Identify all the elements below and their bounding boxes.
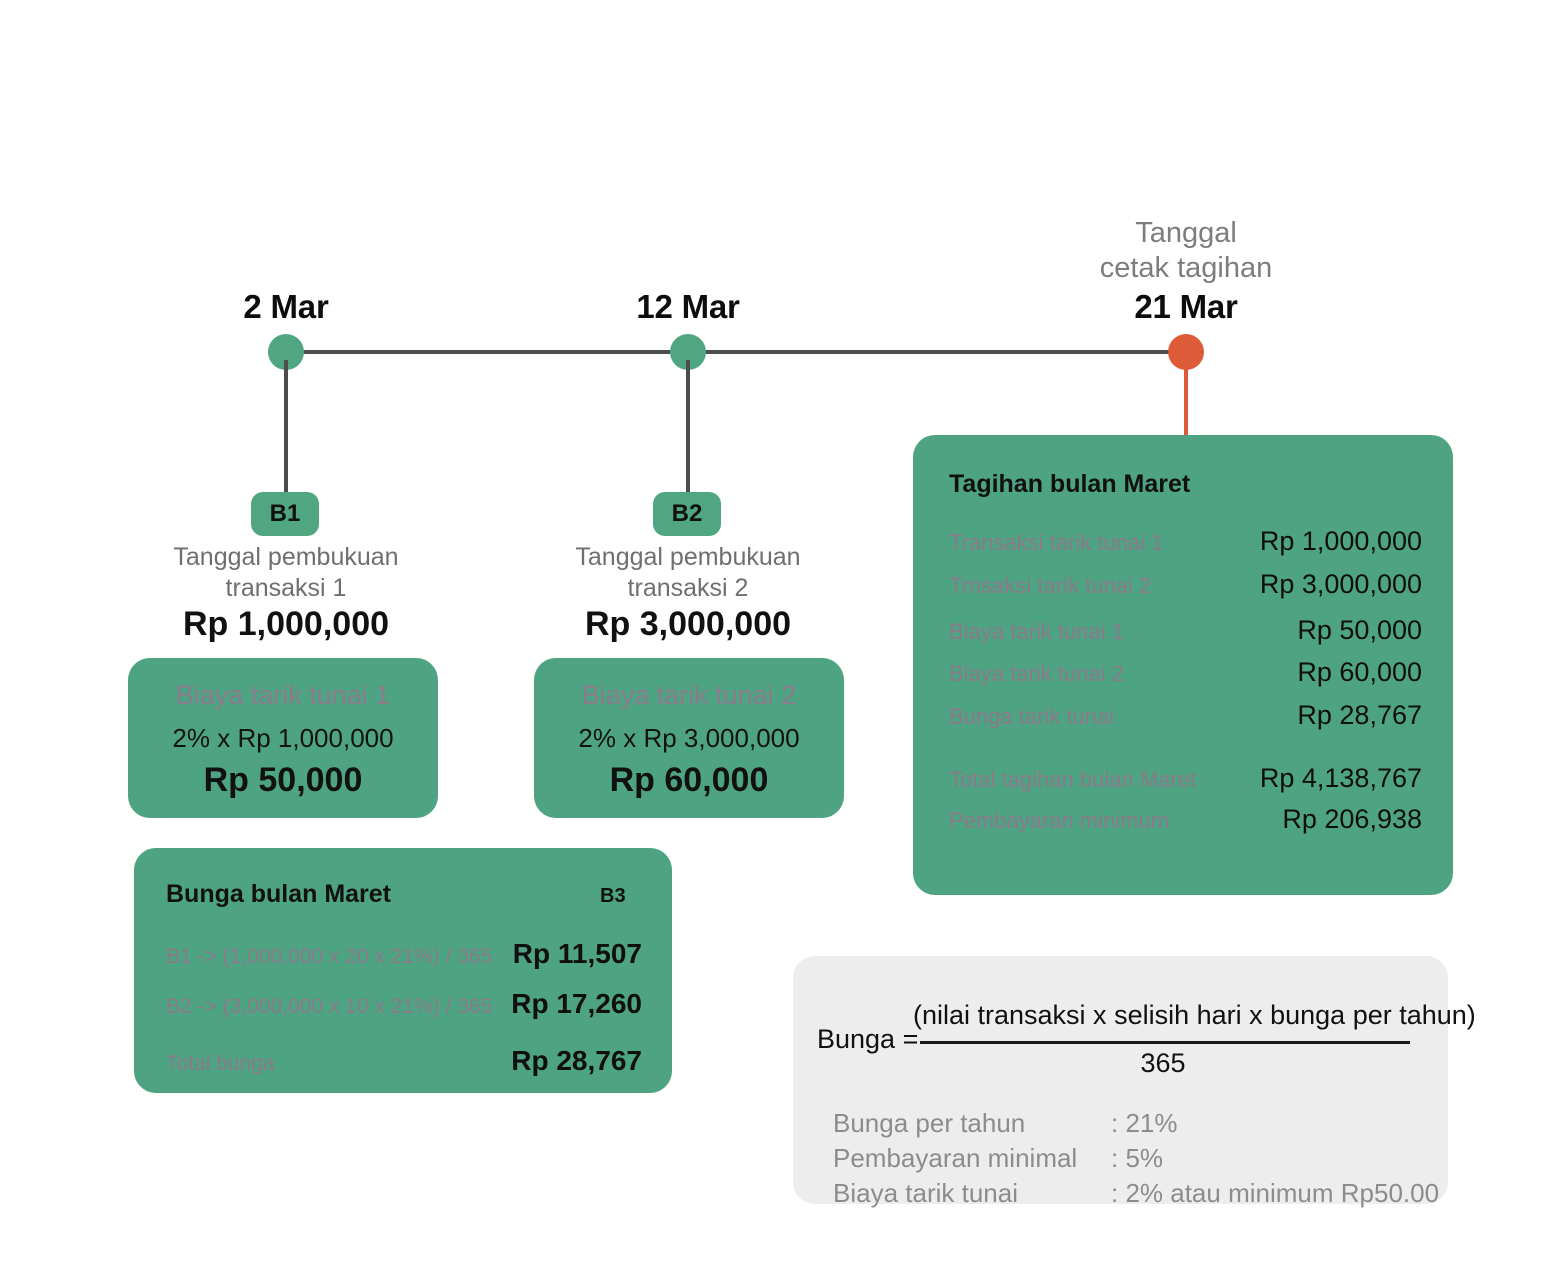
formula-denominator: 365 — [1140, 1048, 1186, 1078]
timeline-date-12mar: 12 Mar — [636, 288, 740, 325]
statement-row-value: Rp 1,000,000 — [1259, 526, 1422, 556]
interest-row-total: Total bunga Rp 28,767 — [166, 1045, 642, 1077]
statement-row-value: Rp 28,767 — [1297, 700, 1422, 730]
statement-row: Trnsaksi tarik tunai 2 Rp 3,000,000 — [949, 569, 1422, 600]
statement-card-title: Tagihan bulan Maret — [949, 470, 1191, 498]
interest-card-title: Bunga bulan Maret — [166, 880, 392, 908]
formula-param-label: Pembayaran minimal — [833, 1143, 1078, 1173]
statement-row-value: Rp 206,938 — [1282, 804, 1422, 834]
timeline-date-21mar: 21 Mar — [1134, 288, 1238, 325]
badge-b2: B2 — [653, 492, 721, 536]
transaction-2-note-line1: Tanggal pembukuan — [575, 543, 801, 571]
statement-row: Bunga tarik tunai Rp 28,767 — [949, 700, 1422, 731]
statement-row-label: Bunga tarik tunai — [949, 704, 1115, 729]
statement-row-label: Transaksi tarik tunai 1 — [949, 530, 1164, 555]
statement-row-label: Biaya tarik tunai 2 — [949, 661, 1124, 686]
formula-param-value: : 2% atau minimum Rp50.00 — [1111, 1178, 1440, 1208]
timeline-date-2mar: 2 Mar — [243, 288, 329, 325]
badge-b1: B1 — [251, 492, 319, 536]
formula-fraction-bar — [920, 1041, 1410, 1044]
statement-row: Biaya tarik tunai 2 Rp 60,000 — [949, 657, 1422, 688]
statement-row: Biaya tarik tunai 1 Rp 50,000 — [949, 615, 1422, 646]
timeline-stem-statement — [1184, 360, 1188, 440]
transaction-1-note: Tanggal pembukuan transaksi 1 — [136, 542, 436, 605]
fee-card-1-calc: 2% x Rp 1,000,000 — [172, 723, 394, 753]
fee-card-1-total: Rp 50,000 — [203, 761, 363, 799]
fee-card-2-calc: 2% x Rp 3,000,000 — [578, 723, 800, 753]
fee-card-2-total: Rp 60,000 — [609, 761, 769, 799]
fee-card-2-title: Biaya tarik tunai 2 — [581, 680, 797, 710]
statement-row-minimum: Pembayaran minimum Rp 206,938 — [949, 804, 1422, 835]
fee-card-2: Biaya tarik tunai 2 2% x Rp 3,000,000 Rp… — [534, 658, 844, 818]
interest-row-label: Total bunga — [166, 1052, 275, 1075]
formula-param-label: Bunga per tahun — [833, 1108, 1026, 1138]
statement-row-value: Rp 4,138,767 — [1259, 763, 1422, 793]
timeline-stem-b1 — [284, 360, 288, 494]
transaction-2-note-line2: transaksi 2 — [627, 574, 749, 603]
interest-card-tag: B3 — [600, 885, 626, 907]
billing-date-note: Tanggal cetak tagihan — [1046, 216, 1326, 287]
interest-row-label: B2 -> (3,000,000 x 10 x 21%) / 365 — [166, 995, 493, 1018]
interest-row-value: Rp 28,767 — [511, 1045, 642, 1076]
interest-card: Bunga bulan Maret B3 B1 -> (1,000,000 x … — [134, 848, 672, 1093]
billing-date-note-line1: Tanggal — [1135, 217, 1237, 249]
formula-param-value: : 21% — [1111, 1108, 1178, 1138]
interest-row-value: Rp 17,260 — [511, 988, 642, 1019]
fee-card-1-title: Biaya tarik tunai 1 — [175, 680, 391, 710]
interest-row: B2 -> (3,000,000 x 10 x 21%) / 365 Rp 17… — [166, 988, 642, 1020]
formula-param-value: : 5% — [1111, 1143, 1164, 1173]
interest-row-label: B1 -> (1,000,000 x 20 x 21%) / 365 — [166, 945, 493, 968]
statement-row-value: Rp 60,000 — [1297, 657, 1422, 687]
fee-card-1: Biaya tarik tunai 1 2% x Rp 1,000,000 Rp… — [128, 658, 438, 818]
timeline-axis — [286, 350, 1186, 354]
statement-row-label: Pembayaran minimum — [949, 808, 1170, 833]
transaction-2-note: Tanggal pembukuan transaksi 2 — [538, 542, 838, 605]
formula-param-label: Biaya tarik tunai — [833, 1178, 1018, 1208]
interest-row: B1 -> (1,000,000 x 20 x 21%) / 365 Rp 11… — [166, 938, 642, 970]
statement-row-total: Total tagihan bulan Maret Rp 4,138,767 — [949, 763, 1422, 794]
billing-date-note-line2: cetak tagihan — [1099, 252, 1273, 285]
transaction-1-note-line1: Tanggal pembukuan — [173, 543, 399, 571]
statement-row-value: Rp 3,000,000 — [1259, 569, 1422, 599]
formula-panel: Bunga = (nilai transaksi x selisih hari … — [793, 956, 1476, 1208]
transaction-2-amount: Rp 3,000,000 — [584, 605, 792, 643]
transaction-1-note-line2: transaksi 1 — [225, 574, 347, 603]
statement-card: Tagihan bulan Maret Transaksi tarik tuna… — [913, 435, 1453, 895]
interest-row-value: Rp 11,507 — [512, 938, 642, 969]
statement-row-label: Total tagihan bulan Maret — [949, 767, 1197, 792]
statement-row: Transaksi tarik tunai 1 Rp 1,000,000 — [949, 526, 1422, 557]
statement-row-label: Biaya tarik tunai 1 — [949, 619, 1124, 644]
statement-row-value: Rp 50,000 — [1297, 615, 1422, 645]
timeline-stem-b2 — [686, 360, 690, 494]
transaction-1-amount: Rp 1,000,000 — [182, 605, 390, 643]
formula-lhs: Bunga = — [817, 1024, 919, 1054]
statement-row-label: Trnsaksi tarik tunai 2 — [949, 573, 1152, 598]
formula-numerator: (nilai transaksi x selisih hari x bunga … — [913, 1000, 1476, 1030]
